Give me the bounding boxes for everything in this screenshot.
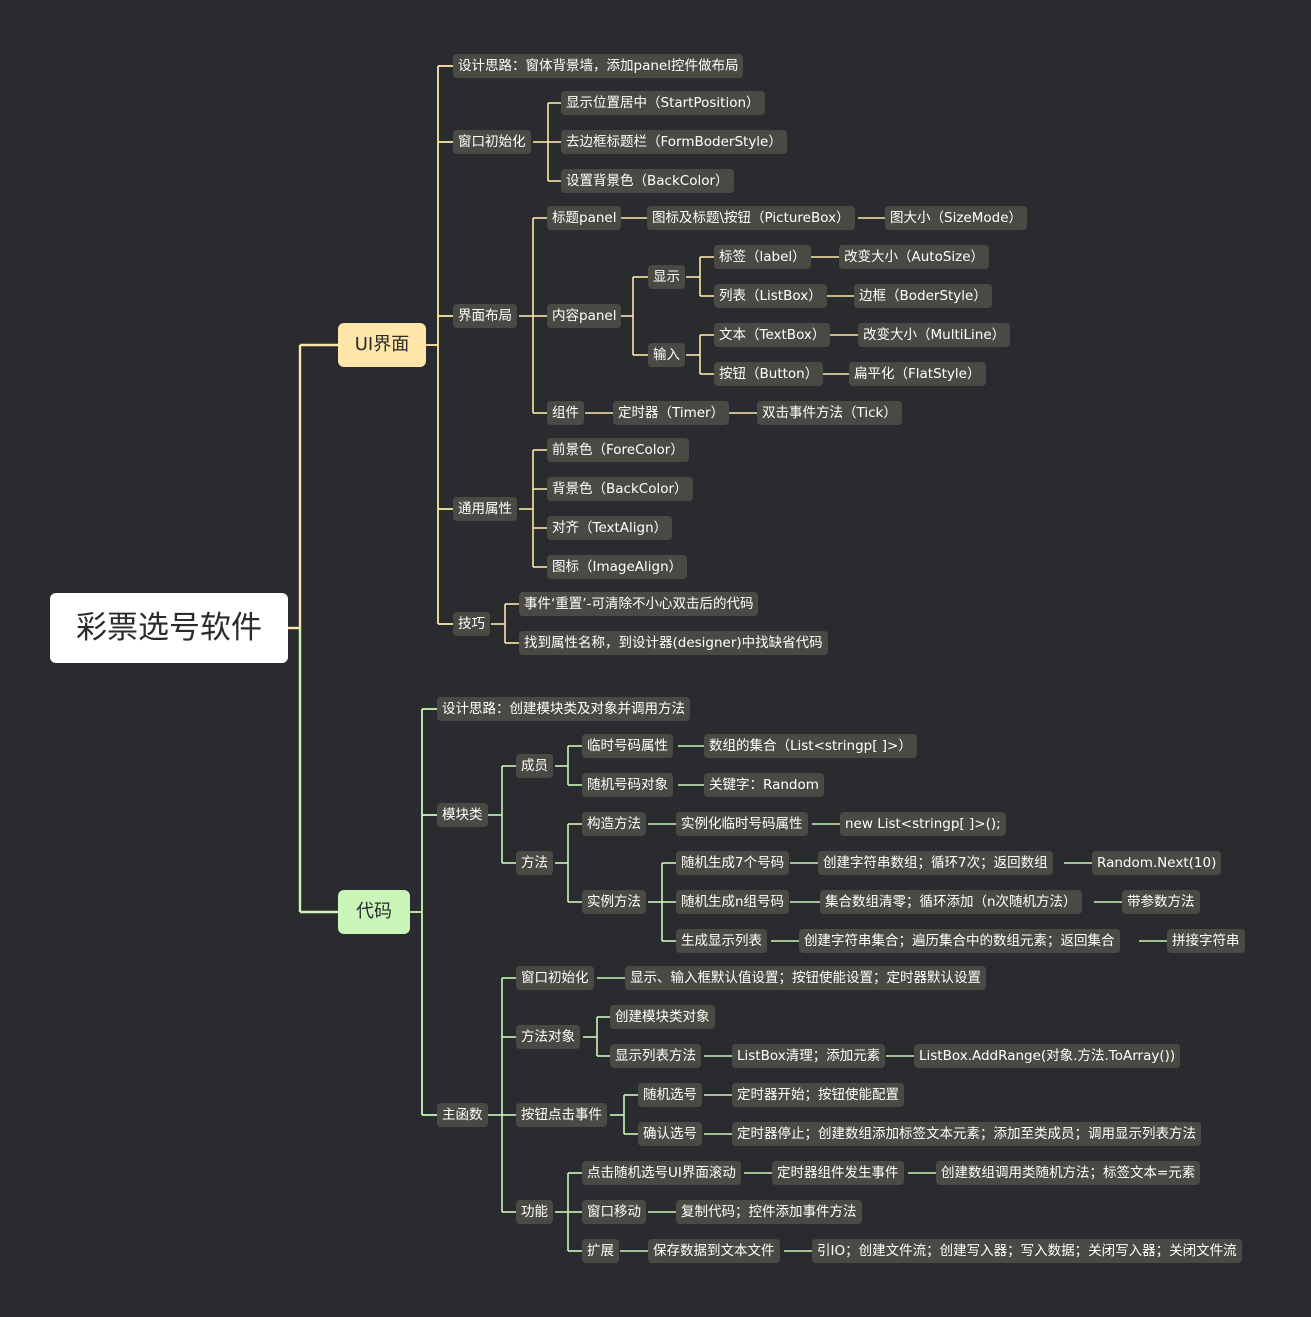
title-panel-node[interactable]: 标题panel [547,206,622,230]
feature-scroll-desc[interactable]: 定时器组件发生事件 [772,1161,904,1185]
input-button-prop[interactable]: 扁平化（FlatStyle） [849,362,986,386]
gen7-code[interactable]: Random.Next(10) [1092,851,1222,875]
display-list-ctrl[interactable]: 列表（ListBox） [714,284,827,308]
genList-node[interactable]: 生成显示列表 [676,929,767,953]
input-button-ctrl[interactable]: 按钮（Button） [714,362,824,386]
feature-ext-detail[interactable]: 引IO；创建文件流；创建写入器；写入数据；关闭写入器；关闭文件流 [812,1239,1242,1263]
input-text-ctrl[interactable]: 文本（TextBox） [714,323,831,347]
btn-click-node[interactable]: 按钮点击事件 [516,1103,607,1127]
ctor-code[interactable]: new List<stringp[ ]>(); [840,812,1006,836]
ui-window-init-item[interactable]: 去边框标题栏（FormBoderStyle） [561,130,787,154]
method-obj-show-code[interactable]: ListBox.AddRange(对象.方法.ToArray()) [914,1044,1181,1068]
gen7-node[interactable]: 随机生成7个号码 [676,851,790,875]
member-temp-desc[interactable]: 数组的集合（List<stringp[ ]>） [704,734,917,758]
genN-desc[interactable]: 集合数组清零；循环添加（n次随机方法） [820,890,1082,914]
display-list-prop[interactable]: 边框（BoderStyle） [854,284,992,308]
ctor-node[interactable]: 构造方法 [582,812,646,836]
display-label-ctrl[interactable]: 标签（label） [714,245,811,269]
btn-random[interactable]: 随机选号 [638,1083,702,1107]
feature-move-desc[interactable]: 复制代码；控件添加事件方法 [676,1200,862,1224]
feature-scroll-detail[interactable]: 创建数组调用类随机方法；标签文本=元素 [936,1161,1201,1185]
tips-item[interactable]: 事件‘重置’-可清除不小心双击后的代码 [519,592,759,616]
display-label-prop[interactable]: 改变大小（AutoSize） [839,245,990,269]
common-item[interactable]: 背景色（BackColor） [547,477,693,501]
component-tick[interactable]: 双击事件方法（Tick） [757,401,902,425]
branch-code[interactable]: 代码 [338,890,410,934]
ui-common-node[interactable]: 通用属性 [453,497,517,521]
feature-node[interactable]: 功能 [516,1200,553,1224]
method-obj-show-desc[interactable]: ListBox清理；添加元素 [732,1044,886,1068]
method-obj-create[interactable]: 创建模块类对象 [610,1005,715,1029]
title-panel-grandchild[interactable]: 图大小（SizeMode） [885,206,1027,230]
btn-confirm[interactable]: 确认选号 [638,1122,702,1146]
tips-item[interactable]: 找到属性名称，到设计器(designer)中找缺省代码 [519,631,828,655]
ui-tips-node[interactable]: 技巧 [453,612,490,636]
genN-note[interactable]: 带参数方法 [1122,890,1200,914]
member-random[interactable]: 随机号码对象 [582,773,673,797]
ui-window-init-item[interactable]: 显示位置居中（StartPosition） [561,91,765,115]
feature-scroll[interactable]: 点击随机选号UI界面滚动 [582,1161,741,1185]
feature-ext[interactable]: 扩展 [582,1239,619,1263]
members-node[interactable]: 成员 [516,754,553,778]
common-item[interactable]: 图标（ImageAlign） [547,555,688,579]
display-node[interactable]: 显示 [648,265,685,289]
btn-confirm-desc[interactable]: 定时器停止；创建数组添加标签文本元素；添加至类成员；调用显示列表方法 [732,1122,1201,1146]
component-timer[interactable]: 定时器（Timer） [613,401,730,425]
ui-window-init-item[interactable]: 设置背景色（BackColor） [561,169,734,193]
btn-random-desc[interactable]: 定时器开始；按钮使能配置 [732,1083,904,1107]
genList-note[interactable]: 拼接字符串 [1167,929,1245,953]
main-func-node[interactable]: 主函数 [437,1103,488,1127]
ui-design-node[interactable]: 设计思路：窗体背景墙，添加panel控件做布局 [453,54,744,78]
instance-node[interactable]: 实例方法 [582,890,646,914]
genN-node[interactable]: 随机生成n组号码 [676,890,790,914]
module-node[interactable]: 模块类 [437,803,488,827]
component-node[interactable]: 组件 [547,401,584,425]
common-item[interactable]: 前景色（ForeColor） [547,438,689,462]
branch-ui[interactable]: UI界面 [338,323,426,367]
content-panel-node[interactable]: 内容panel [547,304,622,328]
method-obj-show[interactable]: 显示列表方法 [610,1044,701,1068]
gen7-desc[interactable]: 创建字符串数组；循环7次；返回数组 [818,851,1053,875]
title-panel-child[interactable]: 图标及标题\按钮（PictureBox） [647,206,855,230]
input-node[interactable]: 输入 [648,343,685,367]
main-win-init[interactable]: 窗口初始化 [516,966,594,990]
genList-desc[interactable]: 创建字符串集合；遍历集合中的数组元素；返回集合 [799,929,1120,953]
common-item[interactable]: 对齐（TextAlign） [547,516,673,540]
code-design-node[interactable]: 设计思路：创建模块类及对象并调用方法 [437,697,690,721]
method-obj-node[interactable]: 方法对象 [516,1025,580,1049]
ctor-desc[interactable]: 实例化临时号码属性 [676,812,808,836]
input-text-prop[interactable]: 改变大小（MultiLine） [858,323,1011,347]
main-win-init-desc[interactable]: 显示、输入框默认值设置；按钮使能设置；定时器默认设置 [625,966,986,990]
methods-node[interactable]: 方法 [516,851,553,875]
feature-move[interactable]: 窗口移动 [582,1200,646,1224]
member-random-desc[interactable]: 关键字：Random [704,773,824,797]
ui-layout-node[interactable]: 界面布局 [453,304,517,328]
feature-ext-desc[interactable]: 保存数据到文本文件 [648,1239,780,1263]
root-topic[interactable]: 彩票选号软件 [50,593,288,663]
member-temp[interactable]: 临时号码属性 [582,734,673,758]
ui-window-init-node[interactable]: 窗口初始化 [453,130,531,154]
